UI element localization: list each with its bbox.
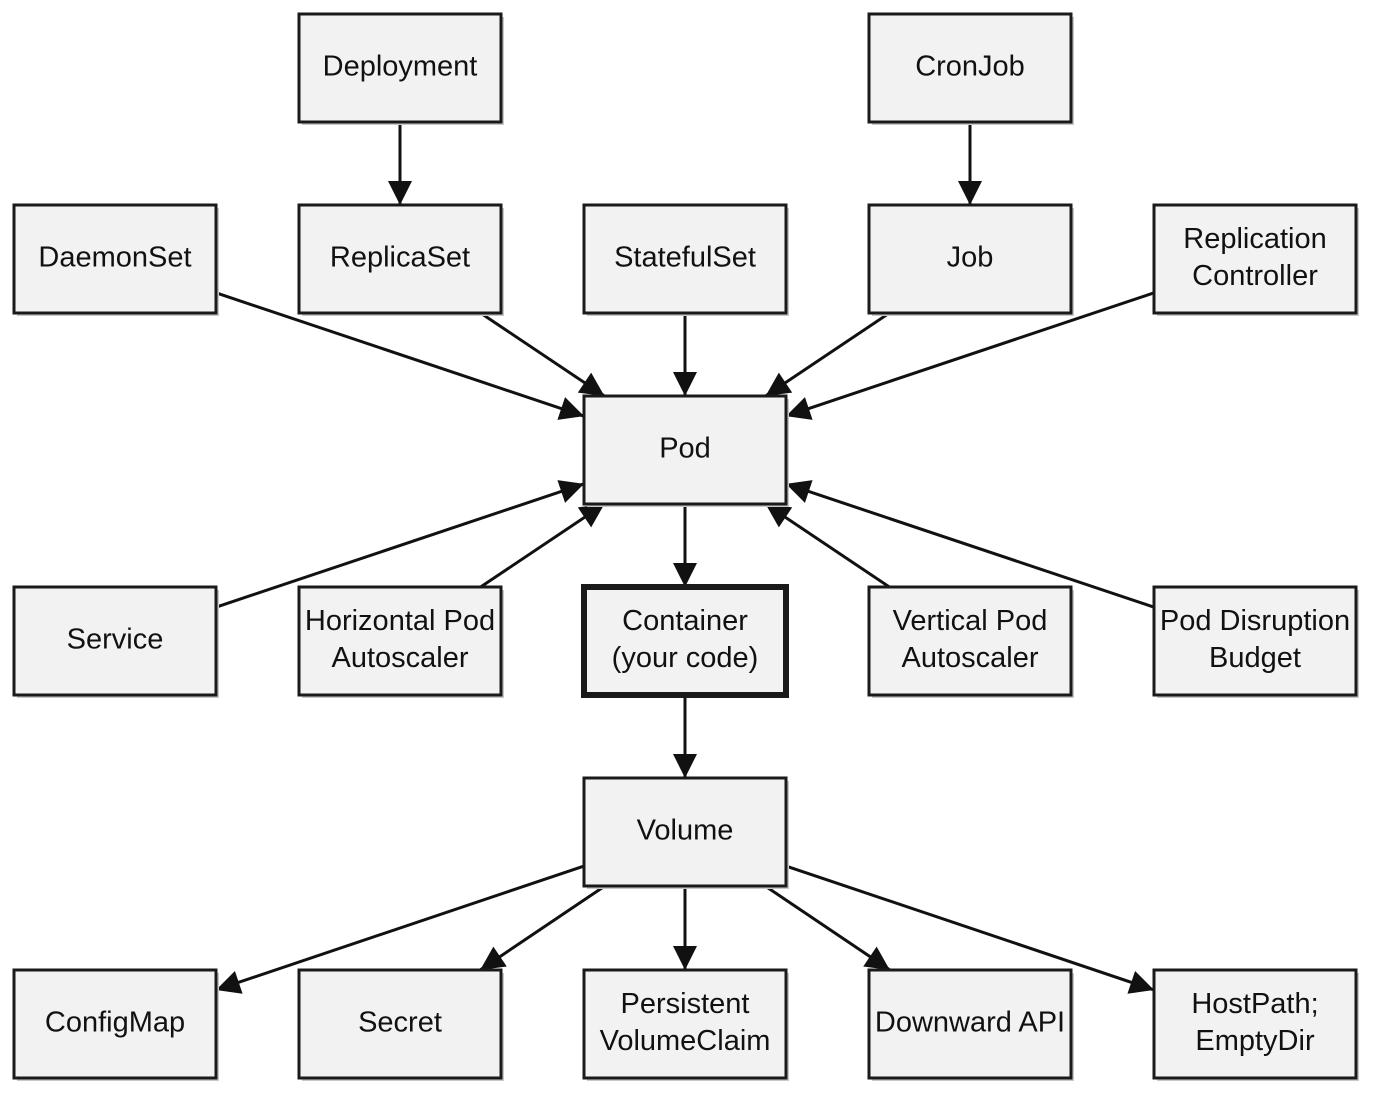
node-label: Budget: [1209, 642, 1301, 674]
edge-daemonset-to-pod: [215, 291, 585, 420]
node-label: Container: [622, 605, 748, 637]
node-label: ConfigMap: [45, 1007, 185, 1039]
node-box: [297, 203, 503, 315]
edge-replication-controller-to-pod: [785, 291, 1155, 420]
node-box: [867, 585, 1073, 697]
node-configmap: ConfigMap: [12, 968, 219, 1081]
node-label: Persistent: [621, 988, 750, 1020]
node-statefulset: StatefulSet: [582, 203, 789, 316]
node-label: StatefulSet: [614, 242, 756, 274]
node-box: [12, 968, 218, 1080]
node-label: HostPath;: [1191, 988, 1318, 1020]
node-box: [867, 968, 1073, 1080]
node-box: [1152, 585, 1358, 697]
edge-job-to-pod: [764, 311, 891, 398]
node-pod: Pod: [582, 394, 789, 507]
node-label: Service: [67, 624, 164, 656]
node-deployment: Deployment: [297, 12, 504, 125]
node-label: Volume: [637, 815, 734, 847]
node-volume: Volume: [582, 776, 789, 889]
node-service: Service: [12, 585, 219, 698]
node-box: [1152, 968, 1358, 1080]
node-label: Autoscaler: [901, 642, 1038, 674]
node-label: CronJob: [915, 51, 1025, 83]
node-box: [297, 12, 503, 124]
node-label: (your code): [612, 642, 759, 674]
node-box: [12, 203, 218, 315]
arrow-line: [785, 291, 1155, 420]
node-job: Job: [867, 203, 1074, 316]
node-downward-api: Downward API: [867, 968, 1074, 1081]
edges: [215, 122, 1155, 994]
node-label: ReplicaSet: [330, 242, 470, 274]
arrow-line: [764, 311, 891, 398]
edge-vertical-pod-autoscaler-to-pod: [764, 502, 891, 589]
node-label: Pod: [659, 433, 711, 465]
node-label: Controller: [1192, 260, 1318, 292]
node-label: Secret: [358, 1007, 442, 1039]
node-replicaset: ReplicaSet: [297, 203, 504, 316]
arrow-line: [479, 502, 606, 589]
arrow-line: [479, 311, 606, 398]
node-label: VolumeClaim: [600, 1025, 771, 1057]
edge-volume-to-secret: [479, 884, 606, 972]
arrow-line: [215, 291, 585, 420]
arrow-line: [764, 502, 891, 589]
node-box: [12, 585, 218, 697]
node-cronjob: CronJob: [867, 12, 1074, 125]
node-label: EmptyDir: [1195, 1025, 1315, 1057]
node-label: Job: [947, 242, 994, 274]
arrow-line: [215, 480, 585, 609]
node-label: DaemonSet: [38, 242, 191, 274]
arrow-line: [479, 884, 606, 972]
edge-pod-disruption-budget-to-pod: [785, 480, 1155, 609]
node-box: [867, 203, 1073, 315]
node-label: Downward API: [875, 1007, 1065, 1039]
node-box: [297, 585, 503, 697]
edge-volume-to-downward-api: [764, 884, 891, 972]
node-daemonset: DaemonSet: [12, 203, 219, 316]
node-label: Replication: [1183, 223, 1326, 255]
node-box: [1152, 203, 1358, 315]
node-box: [581, 584, 789, 698]
node-label: Horizontal Pod: [305, 605, 495, 637]
node-box: [582, 394, 788, 506]
edge-volume-to-hostpath-emptydir: [785, 864, 1155, 994]
arrow-line: [785, 864, 1155, 994]
node-label: Deployment: [323, 51, 478, 83]
edge-replicaset-to-pod: [479, 311, 606, 398]
node-box: [582, 203, 788, 315]
arrow-line: [215, 864, 585, 994]
node-container: Container (your code): [581, 584, 789, 698]
edge-service-to-pod: [215, 480, 585, 609]
arrow-line: [785, 480, 1155, 609]
node-box: [582, 968, 788, 1080]
node-label: Pod Disruption: [1160, 605, 1350, 637]
edge-horizontal-pod-autoscaler-to-pod: [479, 502, 606, 589]
node-hostpath-emptydir: HostPath; EmptyDir: [1152, 968, 1359, 1081]
arrow-line: [764, 884, 891, 972]
node-secret: Secret: [297, 968, 504, 1081]
edge-volume-to-configmap: [215, 864, 585, 994]
node-box: [297, 968, 503, 1080]
node-label: Vertical Pod: [893, 605, 1048, 637]
node-box: [867, 12, 1073, 124]
node-box: [582, 776, 788, 888]
node-label: Autoscaler: [331, 642, 468, 674]
